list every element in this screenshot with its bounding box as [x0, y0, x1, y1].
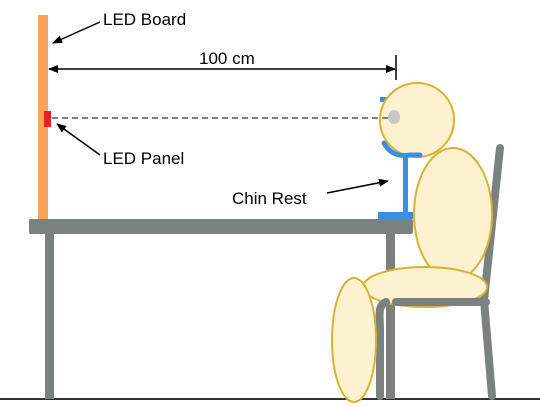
table-leg-right	[386, 234, 395, 399]
distance-label: 100 cm	[199, 49, 255, 68]
chin-cup	[381, 140, 423, 158]
chin-rest-label: Chin Rest	[232, 189, 307, 208]
led-board	[38, 15, 48, 219]
led-panel	[44, 111, 51, 127]
led-board-label: LED Board	[103, 10, 186, 29]
person-torso	[413, 147, 493, 281]
table-top	[29, 219, 413, 234]
led-board-pointer	[52, 21, 101, 44]
table-leg-left	[45, 234, 54, 399]
person-lower-leg	[331, 277, 377, 403]
led-panel-label: LED Panel	[103, 149, 184, 168]
chin-rest-pointer	[326, 178, 389, 194]
led-panel-pointer	[56, 123, 101, 156]
chin-rest-base	[378, 212, 413, 219]
person-eye	[388, 110, 400, 124]
chair-front-leg	[375, 298, 390, 400]
